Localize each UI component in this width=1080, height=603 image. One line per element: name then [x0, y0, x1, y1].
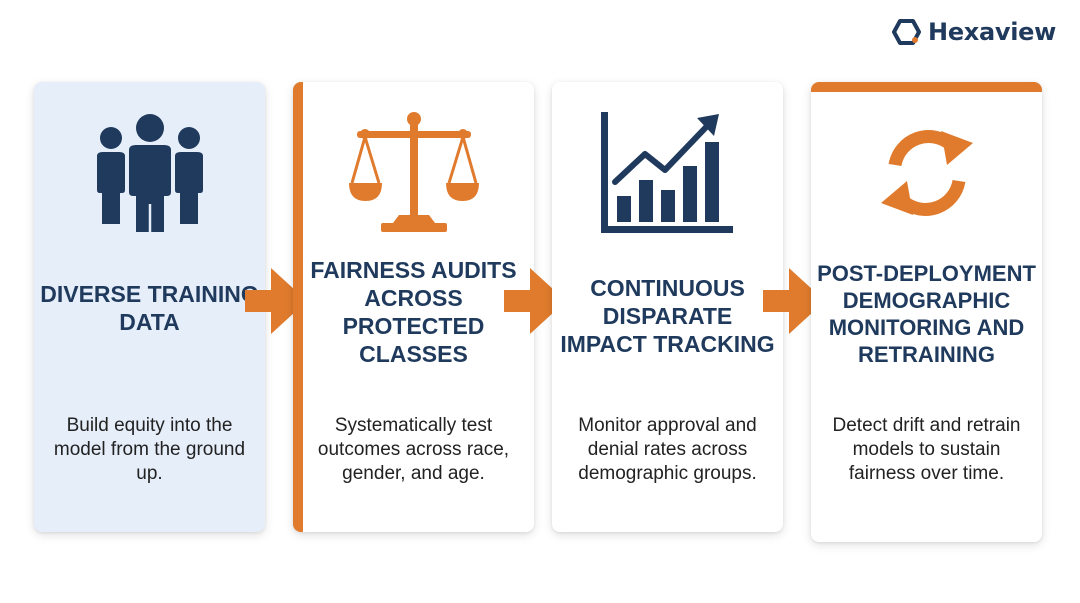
step-title: Fairness Audits Across Protected Classes	[310, 257, 517, 367]
step-description: Detect drift and retrain models to susta…	[832, 415, 1021, 484]
step-card-post-deployment-monitoring: Post-Deployment Demographic Monitoring a…	[811, 82, 1042, 542]
people-icon	[34, 108, 265, 238]
scales-icon	[303, 108, 534, 238]
brand-logo: Hexaview	[892, 18, 1056, 46]
hexagon-logo-icon	[892, 19, 922, 45]
bar-chart-trend-icon	[552, 108, 783, 238]
refresh-cycle-icon	[811, 108, 1042, 238]
arrow-right-icon	[763, 268, 825, 334]
step-card-fairness-audits: Fairness Audits Across Protected Classes…	[293, 82, 534, 532]
arrow-right-icon	[245, 268, 307, 334]
step-title: Diverse Training Data	[40, 281, 259, 335]
arrow-right-icon	[504, 268, 566, 334]
step-title: Continuous Disparate Impact Tracking	[560, 275, 775, 357]
step-description: Monitor approval and denial rates across…	[578, 415, 757, 484]
step-card-disparate-impact-tracking: Continuous Disparate Impact Tracking Mon…	[552, 82, 783, 532]
step-description: Systematically test outcomes across race…	[317, 415, 510, 484]
brand-name: Hexaview	[928, 18, 1056, 46]
step-title: Post-Deployment Demographic Monitoring a…	[817, 261, 1036, 367]
step-description: Build equity into the model from the gro…	[53, 415, 246, 484]
step-card-diverse-training-data: Diverse Training Data Build equity into …	[34, 82, 265, 532]
